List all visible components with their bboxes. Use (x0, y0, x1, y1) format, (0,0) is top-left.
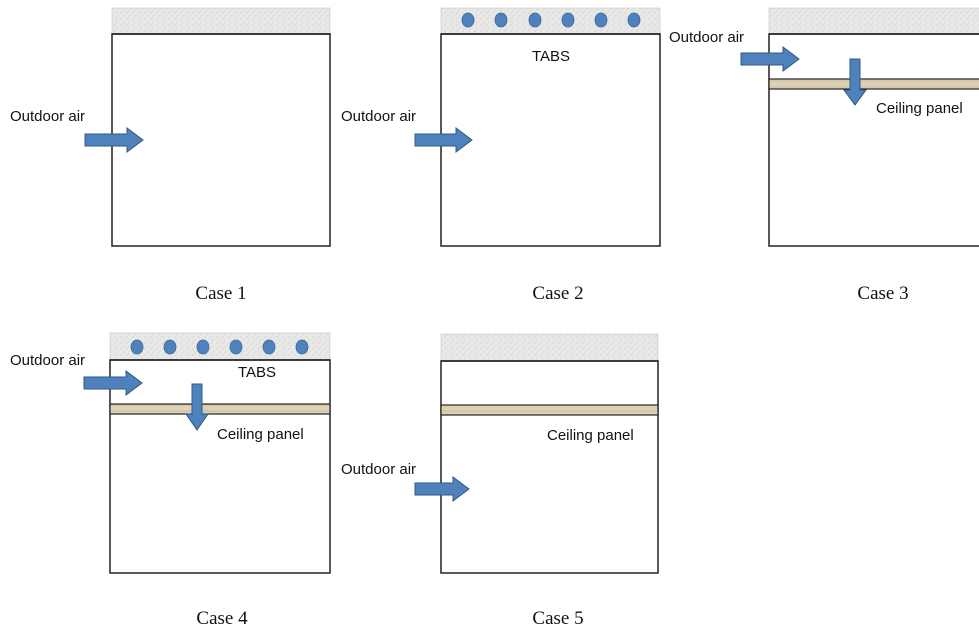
outdoor-air-arrow (83, 370, 143, 396)
ceiling-panel-label: Ceiling panel (217, 426, 304, 443)
case-caption: Case 5 (532, 608, 583, 629)
case-4: TABS Outdoor air Ceiling panel Case 4 (10, 332, 331, 629)
outdoor-air-label: Outdoor air (341, 461, 416, 478)
tabs-pipe (461, 12, 475, 28)
supply-down-arrow (185, 383, 209, 431)
outdoor-air-label: Outdoor air (10, 352, 85, 369)
case-3: Outdoor air Ceiling panel Case 3 (669, 7, 979, 304)
outdoor-air-arrow (84, 127, 144, 153)
tabs-pipes (130, 339, 309, 355)
tabs-label: TABS (532, 48, 570, 65)
outdoor-air-arrow (740, 46, 800, 72)
room-box (440, 33, 661, 247)
tabs-pipe (627, 12, 641, 28)
tabs-pipe (528, 12, 542, 28)
tabs-pipe (494, 12, 508, 28)
ceiling-panel (768, 78, 979, 90)
outdoor-air-label: Outdoor air (10, 108, 85, 125)
tabs-pipe (262, 339, 276, 355)
case-1: Outdoor air Case 1 (10, 7, 331, 304)
tabs-pipes (461, 12, 641, 28)
ceiling-panel-label: Ceiling panel (547, 427, 634, 444)
slab (440, 333, 659, 362)
tabs-label: TABS (238, 364, 276, 381)
ceiling-panel (109, 403, 331, 415)
case-5: Ceiling panel Outdoor air Case 5 (341, 333, 659, 629)
outdoor-air-label: Outdoor air (669, 29, 744, 46)
case-caption: Case 3 (857, 283, 908, 304)
outdoor-air-arrow (414, 476, 470, 502)
slab (111, 7, 331, 35)
room-box (111, 33, 331, 247)
outdoor-air-label: Outdoor air (341, 108, 416, 125)
slab (109, 332, 331, 361)
tabs-pipe (594, 12, 608, 28)
case-caption: Case 2 (532, 283, 583, 304)
room-box (440, 360, 659, 574)
supply-down-arrow (843, 58, 867, 106)
tabs-pipe (196, 339, 210, 355)
outdoor-air-arrow (414, 127, 473, 153)
ceiling-panel-label: Ceiling panel (876, 100, 963, 117)
case-caption: Case 4 (196, 608, 248, 629)
case-2: TABS Outdoor air Case 2 (341, 7, 661, 304)
slab (768, 7, 979, 35)
room-box (109, 359, 331, 574)
ceiling-panel (440, 404, 659, 416)
tabs-pipe (163, 339, 177, 355)
tabs-pipe (561, 12, 575, 28)
case-caption: Case 1 (195, 283, 246, 304)
tabs-pipe (295, 339, 309, 355)
tabs-pipe (229, 339, 243, 355)
room-box (768, 33, 979, 247)
tabs-pipe (130, 339, 144, 355)
